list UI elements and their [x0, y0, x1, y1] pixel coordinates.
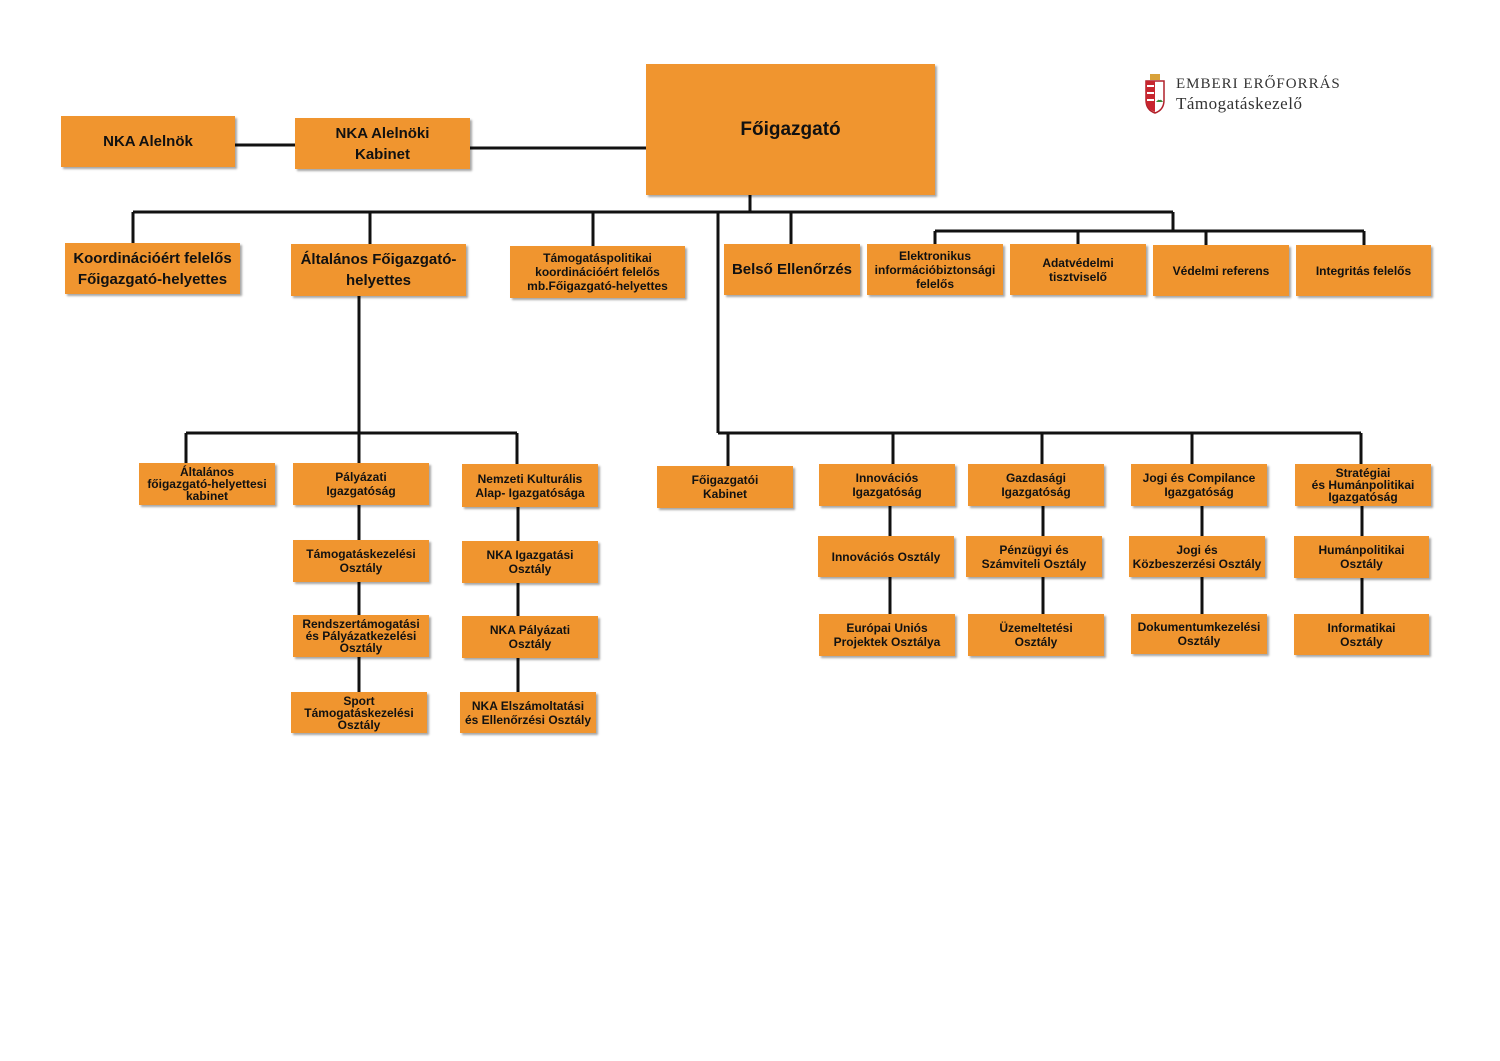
node-humanpolitikai-osztaly: Humánpolitikai Osztály — [1294, 536, 1429, 578]
logo-line-2: Támogatáskezelő — [1176, 94, 1303, 113]
node-altalanos-kabinet: Általános főigazgató-helyettesi kabinet — [139, 463, 275, 505]
node-nka-igazgatosag: Nemzeti Kulturális Alap- Igazgatósága — [462, 464, 598, 507]
node-tamogataspolitikai: Támogatáspolitikai koordinációért felelő… — [510, 246, 685, 298]
node-jogi-igazgatosag: Jogi és Compilance Igazgatóság — [1131, 464, 1267, 506]
node-nka-palyazati-osztaly: NKA Pályázati Osztály — [462, 616, 598, 658]
node-uzemeltetesi-osztaly: Üzemeltetési Osztály — [968, 614, 1104, 656]
node-nka-alelnoki-kabinet: NKA Alelnöki Kabinet — [295, 118, 470, 169]
node-belso-ellenorzes: Belső Ellenőrzés — [724, 244, 860, 295]
node-innovacios-osztaly: Innovációs Osztály — [818, 536, 954, 577]
node-informatikai-osztaly: Informatikai Osztály — [1294, 614, 1429, 655]
node-nka-elszamoltatasi-osztaly: NKA Elszámoltatási és Ellenőrzési Osztál… — [460, 692, 596, 733]
node-vedelmi-referens: Védelmi referens — [1153, 245, 1289, 296]
node-koordinacio-helyettes: Koordinációért felelős Főigazgató-helyet… — [65, 243, 240, 294]
node-adatvedelmi: Adatvédelmi tisztviselő — [1010, 244, 1146, 295]
node-strategiai-igazgatosag: Stratégiai és Humánpolitikai Igazgatóság — [1295, 464, 1431, 506]
node-integritas: Integritás felelős — [1296, 245, 1431, 296]
node-jogi-osztaly: Jogi és Közbeszerzési Osztály — [1129, 536, 1265, 577]
node-penzugyi-osztaly: Pénzügyi és Számviteli Osztály — [966, 536, 1102, 577]
node-palyazati-igazgatosag: Pályázati Igazgatóság — [293, 463, 429, 505]
node-sport-osztaly: Sport Támogatáskezelési Osztály — [291, 692, 427, 733]
logo-line-1: EMBERI ERŐFORRÁS — [1176, 76, 1341, 92]
node-nka-igazgatasi-osztaly: NKA Igazgatási Osztály — [462, 541, 598, 583]
node-innovacios-igazgatosag: Innovációs Igazgatóság — [819, 464, 955, 506]
node-tamogataskezelesi-osztaly: Támogatáskezelési Osztály — [293, 540, 429, 582]
node-altalanos-helyettes: Általános Főigazgató- helyettes — [291, 244, 466, 296]
node-rendszertamogatasi-osztaly: Rendszertámogatási és Pályázatkezelési O… — [293, 615, 429, 657]
node-gazdasagi-igazgatosag: Gazdasági Igazgatóság — [968, 464, 1104, 506]
hungarian-coat-of-arms-icon — [1145, 74, 1165, 114]
node-dokumentumkezelesi-osztaly: Dokumentumkezelési Osztály — [1131, 614, 1267, 654]
node-europai-unios-osztaly: Európai Uniós Projektek Osztálya — [819, 614, 955, 656]
logo: EMBERI ERŐFORRÁS Támogatáskezelő — [1144, 72, 1364, 118]
node-foigazgatoi-kabinet: Főigazgatói Kabinet — [657, 466, 793, 508]
node-elektronikus: Elektronikus információbiztonsági felelő… — [867, 244, 1003, 295]
node-foigazgato: Főigazgató — [646, 64, 935, 195]
node-nka-alelnok: NKA Alelnök — [61, 116, 235, 167]
